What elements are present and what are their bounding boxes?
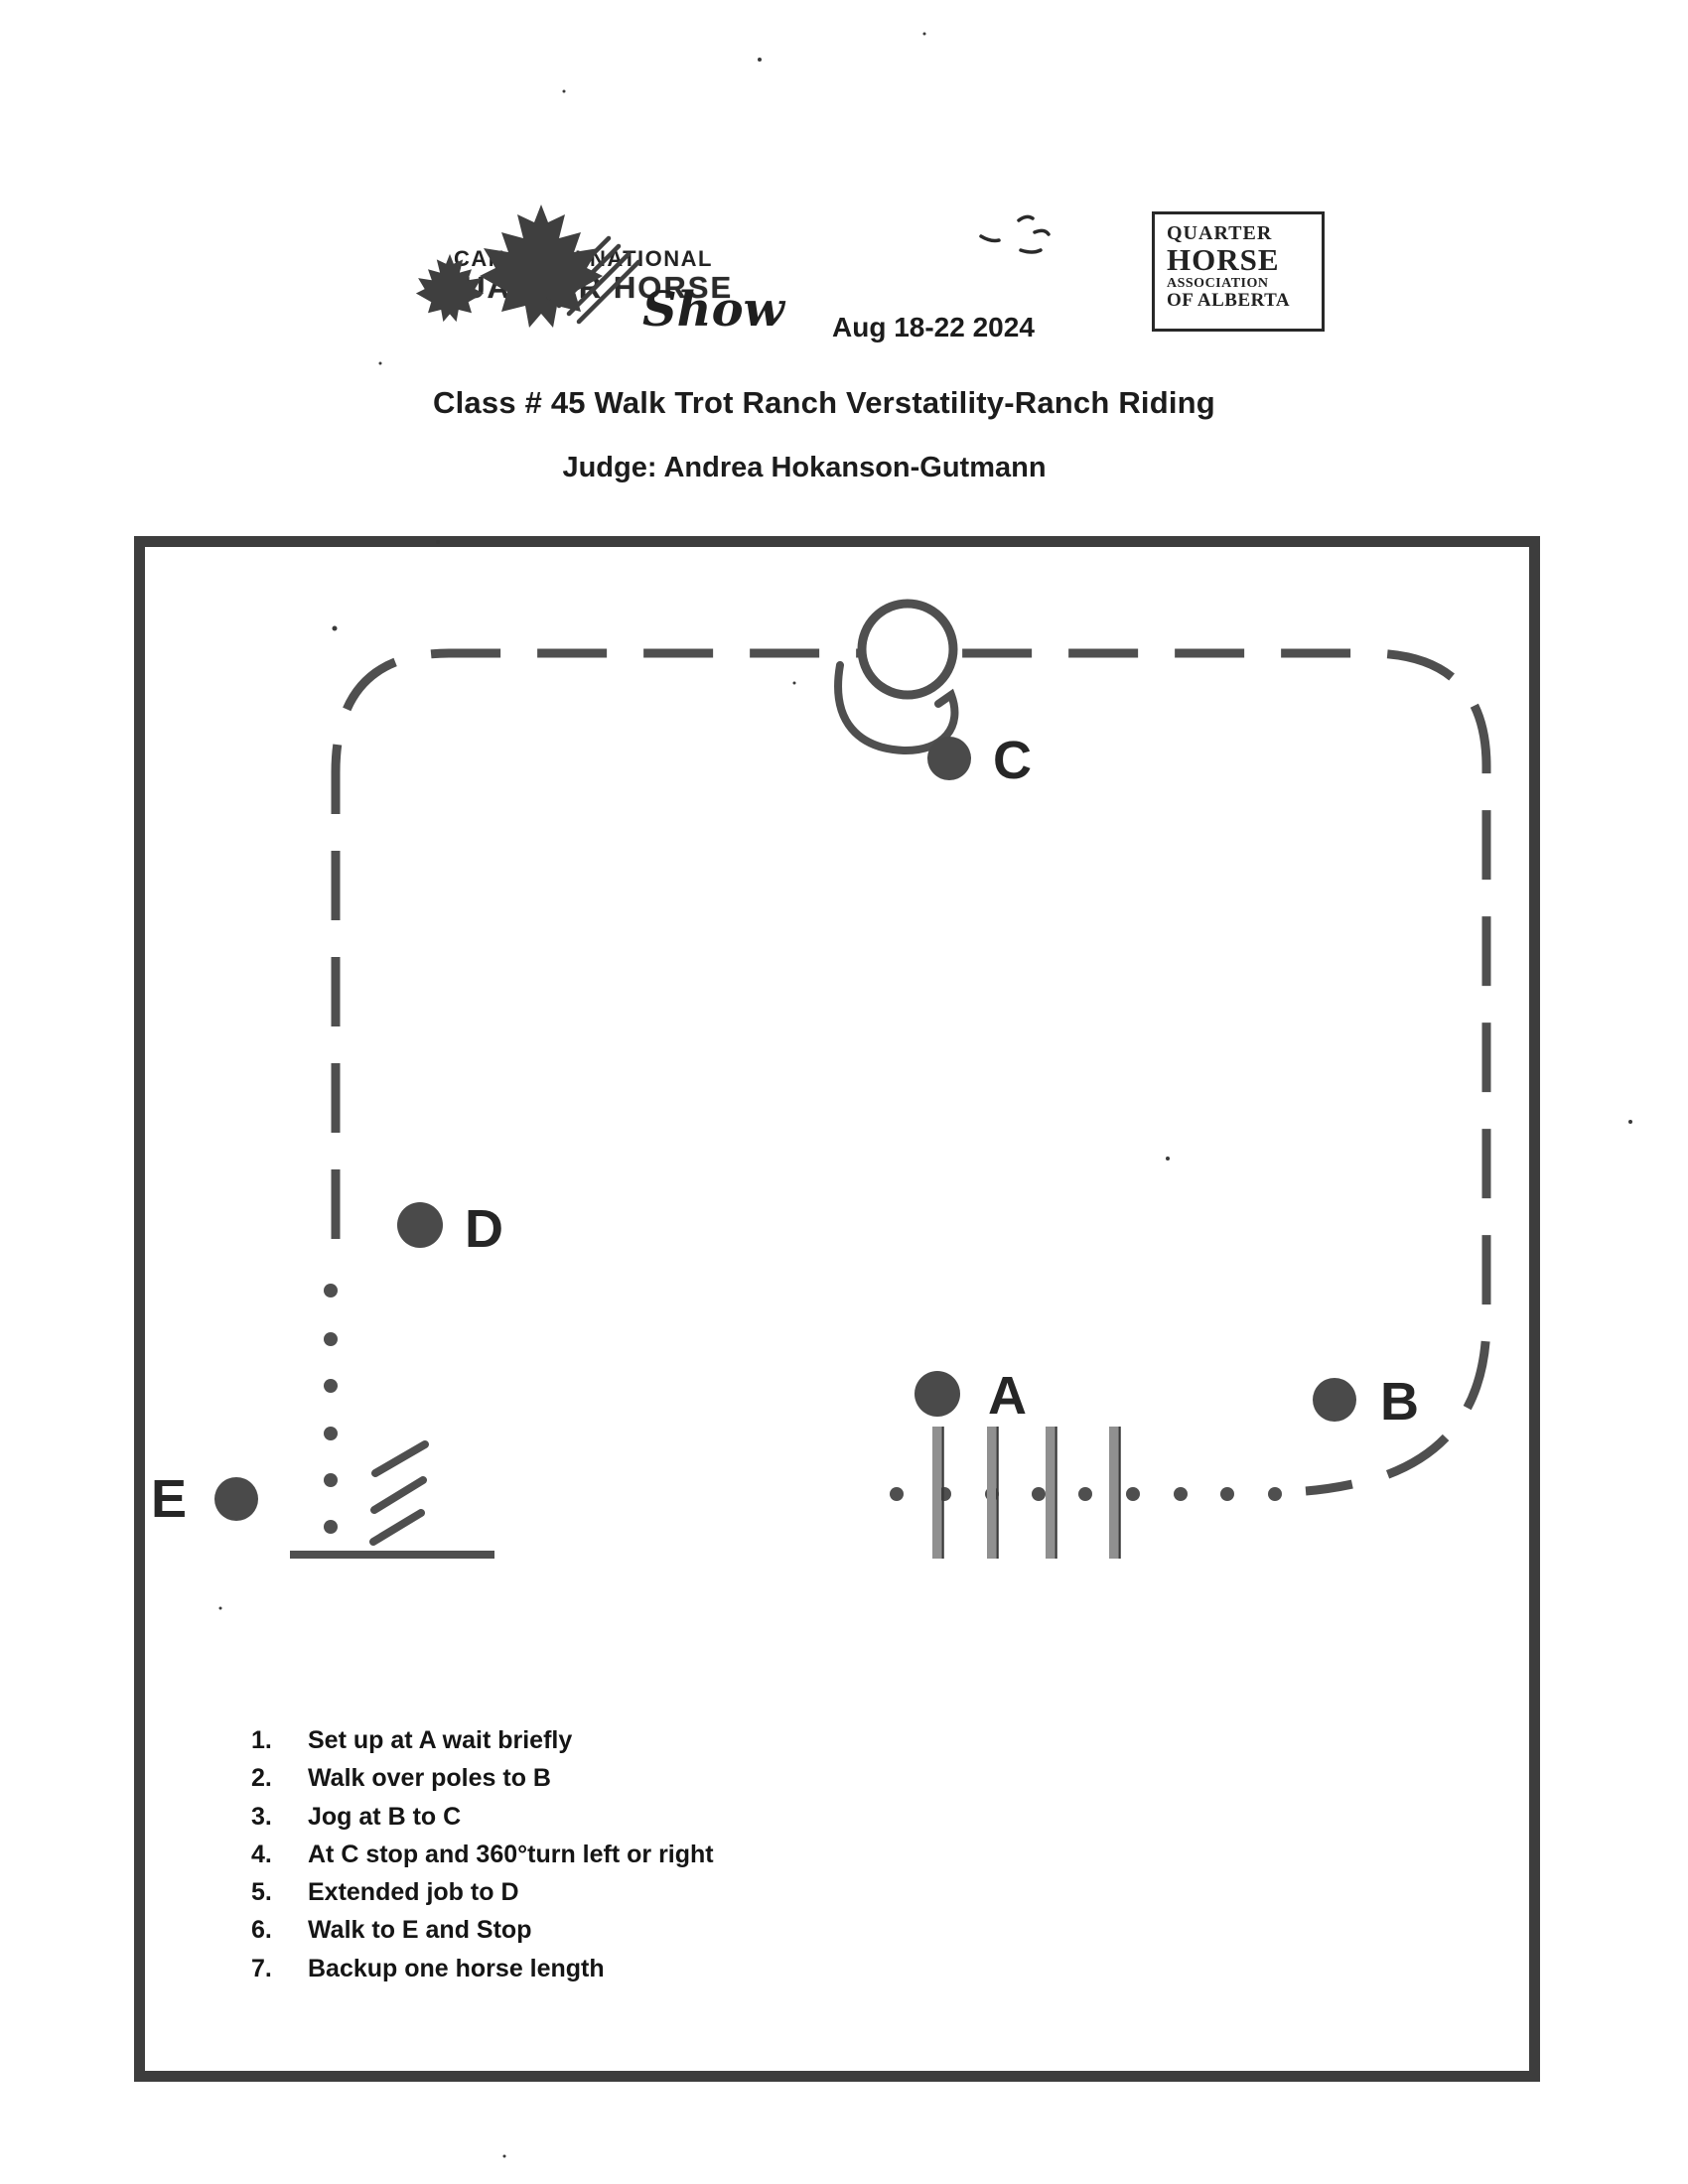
turn-swirl	[834, 661, 959, 755]
stop-hash-mark	[370, 1476, 427, 1514]
stop-hash-mark	[369, 1509, 425, 1546]
instruction-text: Walk over poles to B	[308, 1764, 551, 1793]
arena-diagram-frame	[134, 536, 1540, 2082]
instruction-item: 1. Set up at A wait briefly	[251, 1721, 887, 1759]
instruction-text: Set up at A wait briefly	[308, 1726, 573, 1754]
walk-over-pole	[987, 1427, 996, 1559]
instruction-number: 5.	[251, 1878, 272, 1907]
maple-leaf-icon	[415, 205, 640, 328]
scan-smudge	[1019, 248, 1043, 254]
instruction-number: 7.	[251, 1954, 272, 1982]
walk-line-dot	[1078, 1487, 1092, 1501]
scan-speck	[922, 32, 926, 36]
backup-dot	[324, 1379, 338, 1393]
walk-over-pole	[1046, 1427, 1055, 1559]
marker-e-dot	[214, 1477, 258, 1521]
instruction-text: Extended job to D	[308, 1878, 519, 1907]
walk-line-dot	[1220, 1487, 1234, 1501]
scan-speck	[1166, 1157, 1170, 1160]
backup-dot	[324, 1473, 338, 1487]
stamp-line-3: ASSOCIATION	[1167, 275, 1269, 291]
instruction-text: At C stop and 360°turn left or right	[308, 1840, 714, 1868]
stamp-line-4: OF ALBERTA	[1167, 290, 1291, 312]
marker-e-label: E	[151, 1469, 187, 1529]
instruction-item: 3. Jog at B to C	[251, 1798, 887, 1836]
scan-speck	[332, 625, 338, 631]
judge-line: Judge: Andrea Hokanson-Gutmann	[562, 452, 1047, 483]
stop-hash-mark	[371, 1440, 429, 1477]
instruction-item: 2. Walk over poles to B	[251, 1759, 887, 1797]
instruction-item: 4. At C stop and 360°turn left or right	[251, 1836, 887, 1873]
arena-track-dashed	[331, 648, 1491, 1496]
instruction-text: Jog at B to C	[308, 1802, 462, 1831]
instruction-number: 4.	[251, 1840, 272, 1868]
logo-script-show: Show	[642, 282, 784, 338]
scan-speck	[1628, 1120, 1632, 1124]
backup-dot	[324, 1332, 338, 1346]
scan-speck	[758, 58, 762, 62]
instruction-number: 2.	[251, 1764, 272, 1793]
walk-line-dot	[1268, 1487, 1282, 1501]
walk-line-dot	[1126, 1487, 1140, 1501]
marker-a-dot	[914, 1371, 960, 1417]
event-date: Aug 18-22 2024	[832, 312, 1035, 342]
marker-d-label: D	[465, 1199, 503, 1259]
scan-speck	[792, 681, 796, 685]
scan-smudge	[1033, 228, 1051, 236]
scan-speck	[378, 361, 382, 365]
stamp-line-1: QUARTER	[1167, 222, 1273, 244]
instruction-item: 7. Backup one horse length	[251, 1950, 887, 1987]
stamp-line-2: HORSE	[1167, 242, 1280, 277]
instruction-number: 1.	[251, 1726, 272, 1754]
association-stamp: QUARTER HORSE ASSOCIATION OF ALBERTA	[1152, 211, 1325, 332]
walk-line-dot	[1032, 1487, 1046, 1501]
instruction-item: 5. Extended job to D	[251, 1873, 887, 1911]
marker-b-dot	[1313, 1378, 1356, 1422]
instruction-text: Walk to E and Stop	[308, 1916, 532, 1945]
marker-d-dot	[397, 1202, 443, 1248]
backup-dot	[324, 1427, 338, 1440]
show-logo: CANADIAN NATIONAL QUARTER HORSE Show	[392, 195, 809, 358]
scan-smudge	[1017, 214, 1035, 222]
scan-speck	[502, 2154, 506, 2158]
scan-speck	[218, 1606, 222, 1610]
walk-line-dot	[890, 1487, 904, 1501]
marker-a-label: A	[988, 1366, 1027, 1426]
instruction-text: Backup one horse length	[308, 1954, 605, 1982]
walk-over-pole	[1109, 1427, 1118, 1559]
marker-c-dot	[927, 737, 971, 780]
scan-speck	[436, 540, 440, 544]
scan-speck	[562, 89, 566, 93]
walk-over-pole	[932, 1427, 941, 1559]
instructions-list: 1. Set up at A wait briefly 2. Walk over p…	[251, 1721, 887, 1987]
backup-dot	[324, 1520, 338, 1534]
marker-c-label: C	[993, 731, 1032, 790]
instruction-number: 6.	[251, 1916, 272, 1945]
walk-line-dot	[1174, 1487, 1188, 1501]
instruction-item: 6. Walk to E and Stop	[251, 1911, 887, 1949]
marker-b-label: B	[1380, 1372, 1419, 1432]
scan-smudge	[979, 234, 1001, 243]
backup-dot	[324, 1284, 338, 1297]
turn-circle	[857, 599, 958, 700]
class-title: Class # 45 Walk Trot Ranch Verstatility-…	[433, 385, 1215, 420]
instruction-number: 3.	[251, 1802, 272, 1831]
